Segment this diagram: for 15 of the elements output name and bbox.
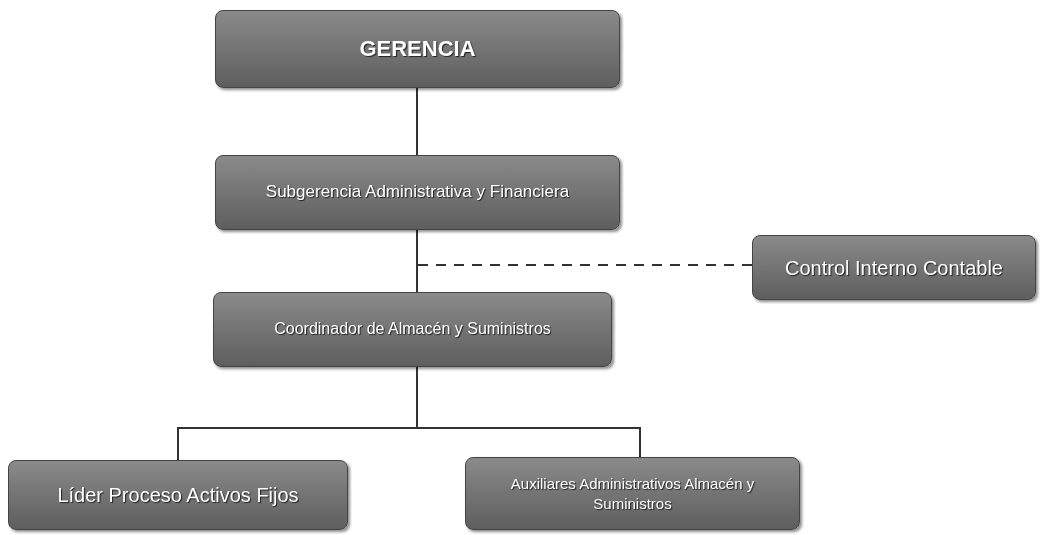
org-box <box>213 292 612 367</box>
box-title: Coordinador de Almacén y Suministros <box>274 319 551 340</box>
box-title: Subgerencia Administrativa y Financiera <box>265 181 570 204</box>
org-box <box>752 235 1036 300</box>
box-title: Auxiliares Administrativos Almacén y Suministros <box>509 474 756 513</box>
connector-line <box>416 366 641 458</box>
box-title: GERENCIA <box>359 34 476 63</box>
org-box <box>215 10 620 88</box>
org-box <box>215 155 620 230</box>
box-title: Líder Proceso Activos Fijos <box>57 483 299 508</box>
box-title: Control Interno Contable <box>785 255 1003 281</box>
connector-line <box>416 87 418 156</box>
org-box <box>8 460 348 530</box>
org-box <box>465 457 800 530</box>
dashed-connector <box>416 229 753 266</box>
